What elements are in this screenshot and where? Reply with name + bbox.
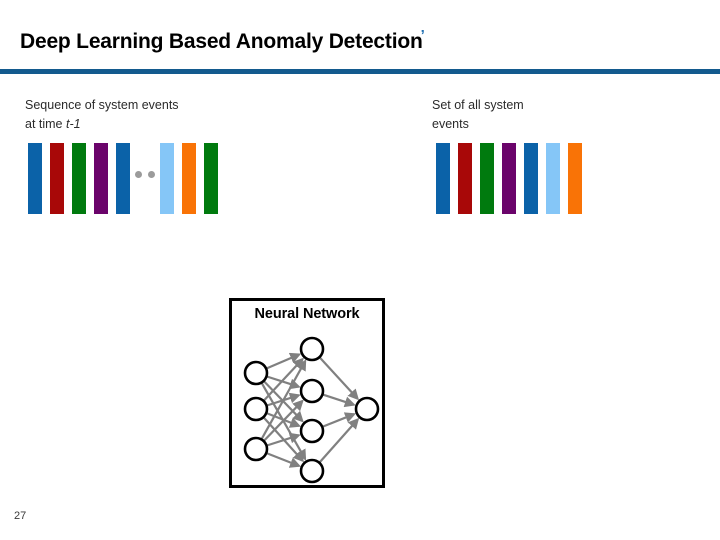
neural-network-title: Neural Network xyxy=(254,306,360,322)
caption-right-line2: events xyxy=(432,117,469,131)
nn-connection xyxy=(265,411,302,428)
nn-node-input-layer xyxy=(243,396,269,422)
event-bar-4 xyxy=(94,143,108,214)
caption-set-of-all-events: Set of all system events xyxy=(432,96,602,134)
nn-node-hidden-layer xyxy=(299,378,325,404)
set-bar-3 xyxy=(480,143,494,214)
title-divider-rule xyxy=(0,69,720,74)
nn-connection xyxy=(265,451,302,468)
set-bar-2 xyxy=(458,143,472,214)
nn-connection xyxy=(262,357,304,402)
event-bar-5 xyxy=(116,143,130,214)
ellipsis-dot xyxy=(135,171,142,178)
ellipsis-dot xyxy=(148,171,155,178)
page-title-text: Deep Learning Based Anomaly Detection xyxy=(20,30,423,53)
set-bar-7 xyxy=(568,143,582,214)
caption-left-line1: Sequence of system events xyxy=(25,98,179,112)
nn-node-input-layer xyxy=(243,360,269,386)
nn-node-input-layer xyxy=(243,436,269,462)
nn-connection xyxy=(322,393,356,408)
nn-connection xyxy=(318,356,360,401)
caption-sequence-of-events: Sequence of system events at time t-1 xyxy=(25,96,265,134)
event-bar-tail-1 xyxy=(160,143,174,214)
event-bar-1 xyxy=(28,143,42,214)
set-bar-6 xyxy=(546,143,560,214)
nn-node-hidden-layer xyxy=(299,458,325,484)
nn-connection xyxy=(262,399,304,442)
set-bar-1 xyxy=(436,143,450,214)
title-accent-mark: ’ xyxy=(420,27,425,44)
caption-left-line2-prefix: at time xyxy=(25,117,66,131)
nn-node-hidden-layer xyxy=(299,418,325,444)
nn-node-output-layer xyxy=(354,396,380,422)
nn-connection xyxy=(321,412,357,428)
page-number: 27 xyxy=(14,510,27,522)
caption-right-line1: Set of all system xyxy=(432,98,524,112)
nn-connection xyxy=(265,352,302,370)
nn-node-hidden-layer xyxy=(299,336,325,362)
neural-network-panel: Neural Network xyxy=(229,298,385,488)
sequence-bars-group xyxy=(28,143,228,214)
set-bars-group xyxy=(436,143,586,214)
caption-left-time-symbol: t-1 xyxy=(66,117,81,131)
event-bar-tail-2 xyxy=(182,143,196,214)
neural-network-diagram xyxy=(243,336,380,484)
nn-connection xyxy=(266,432,301,447)
event-bar-2 xyxy=(50,143,64,214)
set-bar-4 xyxy=(502,143,516,214)
event-bar-tail-3 xyxy=(204,143,218,214)
nn-connection xyxy=(260,359,307,440)
set-bar-5 xyxy=(524,143,538,214)
event-bar-3 xyxy=(72,143,86,214)
page-title: Deep Learning Based Anomaly Detection’ xyxy=(20,27,425,54)
nn-connection xyxy=(318,417,360,464)
